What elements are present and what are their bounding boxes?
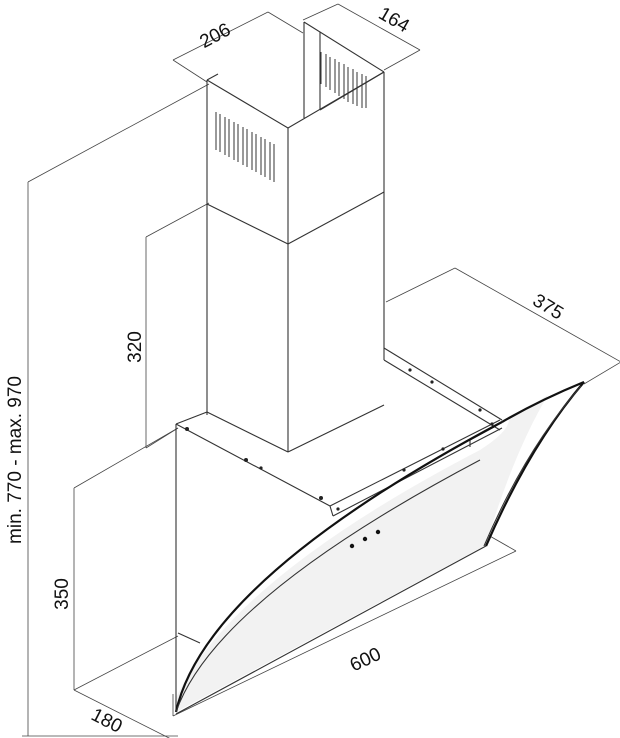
dim-label-hood-height: 350 xyxy=(52,578,73,610)
dimension-lines xyxy=(22,3,620,738)
vent-slots-front xyxy=(215,112,275,182)
dim-label-chimney-lower-height: 320 xyxy=(125,331,146,363)
fixing-screws xyxy=(185,368,494,511)
dim-label-total-height: min. 770 - max. 970 xyxy=(5,376,26,544)
hood-body xyxy=(174,347,585,715)
dim-label-chimney-depth: 164 xyxy=(375,3,413,37)
dim-label-hood-depth: 375 xyxy=(529,290,567,324)
dim-label-hood-width: 600 xyxy=(347,644,385,676)
vent-slots-back xyxy=(320,52,367,108)
chimney xyxy=(206,21,385,453)
dim-label-wall-depth: 180 xyxy=(88,705,126,738)
control-panel-buttons xyxy=(349,529,381,549)
dim-label-chimney-width: 206 xyxy=(196,19,234,52)
